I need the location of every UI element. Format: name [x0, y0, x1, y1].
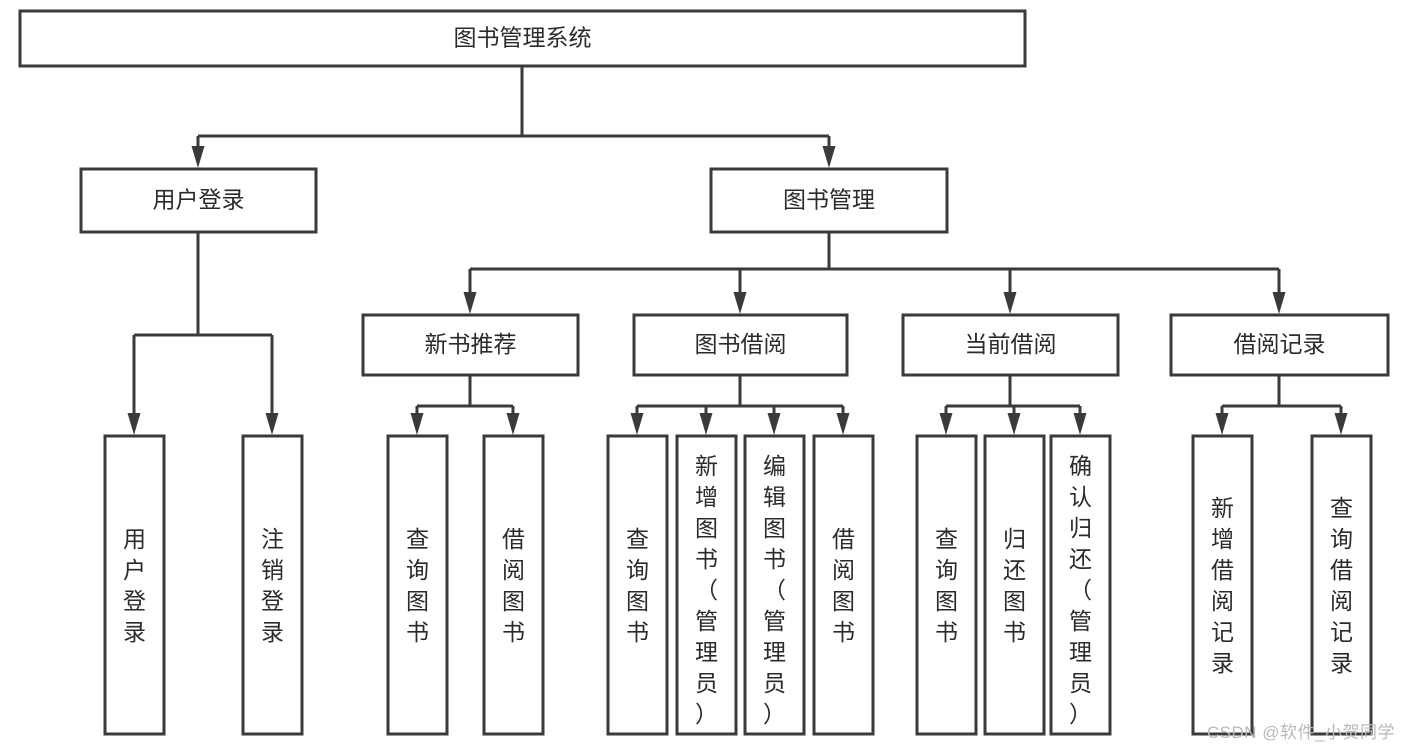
node-box[interactable] [983, 434, 1046, 736]
node-label: 确认归还（管理员） [1069, 453, 1092, 727]
connector-group-current-borrow-to-leaves [939, 375, 1087, 435]
node-box[interactable] [743, 434, 806, 736]
node-label: 借阅记录 [1234, 331, 1326, 357]
connector-layer [127, 66, 1348, 435]
node-leaf-add-book-admin[interactable]: 新增图书（管理员） [675, 434, 738, 736]
arrow-head-icon [1272, 292, 1286, 314]
connector-group-root-to-level1 [191, 66, 836, 168]
arrow-head-icon [1007, 413, 1021, 435]
node-leaf-query-book-2[interactable]: 查询图书 [606, 434, 669, 736]
node-book-management[interactable]: 图书管理 [709, 167, 949, 234]
connector-group-book-borrow-to-leaves [630, 375, 850, 435]
node-leaf-query-book-3[interactable]: 查询图书 [915, 434, 978, 736]
arrow-head-icon [506, 413, 520, 435]
node-box[interactable] [1049, 434, 1112, 736]
node-layer: 图书管理系统用户登录图书管理新书推荐图书借阅当前借阅借阅记录用户登录注销登录查询… [18, 9, 1390, 736]
arrow-head-icon [410, 413, 424, 435]
node-box[interactable] [361, 313, 580, 377]
connector-group-borrow-record-to-leaves [1215, 375, 1348, 435]
node-label: 借阅图书 [502, 526, 525, 645]
arrow-head-icon [1003, 292, 1017, 314]
node-user-login[interactable]: 用户登录 [79, 167, 318, 234]
node-new-book-recommend[interactable]: 新书推荐 [361, 313, 580, 377]
node-book-borrow[interactable]: 图书借阅 [632, 313, 849, 377]
node-label: 新增借阅记录 [1211, 495, 1234, 676]
node-leaf-borrow-book-1[interactable]: 借阅图书 [482, 434, 545, 736]
node-root[interactable]: 图书管理系统 [18, 9, 1027, 68]
node-label: 用户登录 [153, 187, 245, 213]
node-leaf-add-borrow-record[interactable]: 新增借阅记录 [1191, 434, 1254, 736]
arrow-head-icon [767, 413, 781, 435]
arrow-head-icon [127, 413, 141, 435]
node-label: 编辑图书（管理员） [763, 453, 786, 727]
node-box[interactable] [79, 167, 318, 234]
node-label: 查询图书 [626, 526, 649, 645]
node-label: 图书管理 [783, 187, 875, 213]
node-box[interactable] [1310, 434, 1373, 736]
node-label: 借阅图书 [832, 526, 855, 645]
arrow-head-icon [191, 146, 205, 168]
arrow-head-icon [463, 292, 477, 314]
node-label: 图书管理系统 [454, 25, 592, 51]
arrow-head-icon [1073, 413, 1087, 435]
node-borrow-record[interactable]: 借阅记录 [1169, 313, 1390, 377]
node-label: 注销登录 [261, 526, 284, 645]
node-label: 查询图书 [935, 526, 958, 645]
node-box[interactable] [482, 434, 545, 736]
node-box[interactable] [1191, 434, 1254, 736]
arrow-head-icon [699, 413, 713, 435]
node-label: 查询图书 [406, 526, 429, 645]
node-leaf-logout[interactable]: 注销登录 [241, 434, 304, 736]
node-label: 新增图书（管理员） [695, 453, 718, 727]
arrow-head-icon [1334, 413, 1348, 435]
node-box[interactable] [812, 434, 875, 736]
node-leaf-query-book-1[interactable]: 查询图书 [386, 434, 449, 736]
connector-group-user-login-to-leaves [127, 232, 279, 435]
node-box[interactable] [241, 434, 304, 736]
node-leaf-borrow-book-2[interactable]: 借阅图书 [812, 434, 875, 736]
connector-group-book-management-to-level2 [463, 232, 1286, 314]
node-box[interactable] [386, 434, 449, 736]
node-leaf-confirm-return-admin[interactable]: 确认归还（管理员） [1049, 434, 1112, 736]
node-leaf-edit-book-admin[interactable]: 编辑图书（管理员） [743, 434, 806, 736]
arrow-head-icon [836, 413, 850, 435]
node-box[interactable] [606, 434, 669, 736]
csdn-watermark: CSDN @软件_小贺同学 [1206, 723, 1395, 742]
node-label: 当前借阅 [965, 331, 1057, 357]
node-box[interactable] [1169, 313, 1390, 377]
node-leaf-user-login[interactable]: 用户登录 [103, 434, 166, 736]
connector-group-new-book-recommend-to-leaves [410, 375, 520, 435]
arrow-head-icon [630, 413, 644, 435]
node-current-borrow[interactable]: 当前借阅 [901, 313, 1120, 377]
node-box[interactable] [675, 434, 738, 736]
node-box[interactable] [103, 434, 166, 736]
node-leaf-return-book[interactable]: 归还图书 [983, 434, 1046, 736]
arrow-head-icon [733, 292, 747, 314]
node-box[interactable] [901, 313, 1120, 377]
node-label: 查询借阅记录 [1330, 495, 1353, 676]
arrow-head-icon [939, 413, 953, 435]
node-label: 用户登录 [123, 526, 146, 645]
node-label: 图书借阅 [695, 331, 787, 357]
node-box[interactable] [18, 9, 1027, 68]
node-box[interactable] [915, 434, 978, 736]
node-label: 归还图书 [1003, 526, 1026, 645]
node-label: 新书推荐 [425, 331, 517, 357]
arrow-head-icon [265, 413, 279, 435]
node-leaf-query-borrow-record[interactable]: 查询借阅记录 [1310, 434, 1373, 736]
arrow-head-icon [1215, 413, 1229, 435]
arrow-head-icon [822, 146, 836, 168]
node-box[interactable] [632, 313, 849, 377]
node-box[interactable] [709, 167, 949, 234]
